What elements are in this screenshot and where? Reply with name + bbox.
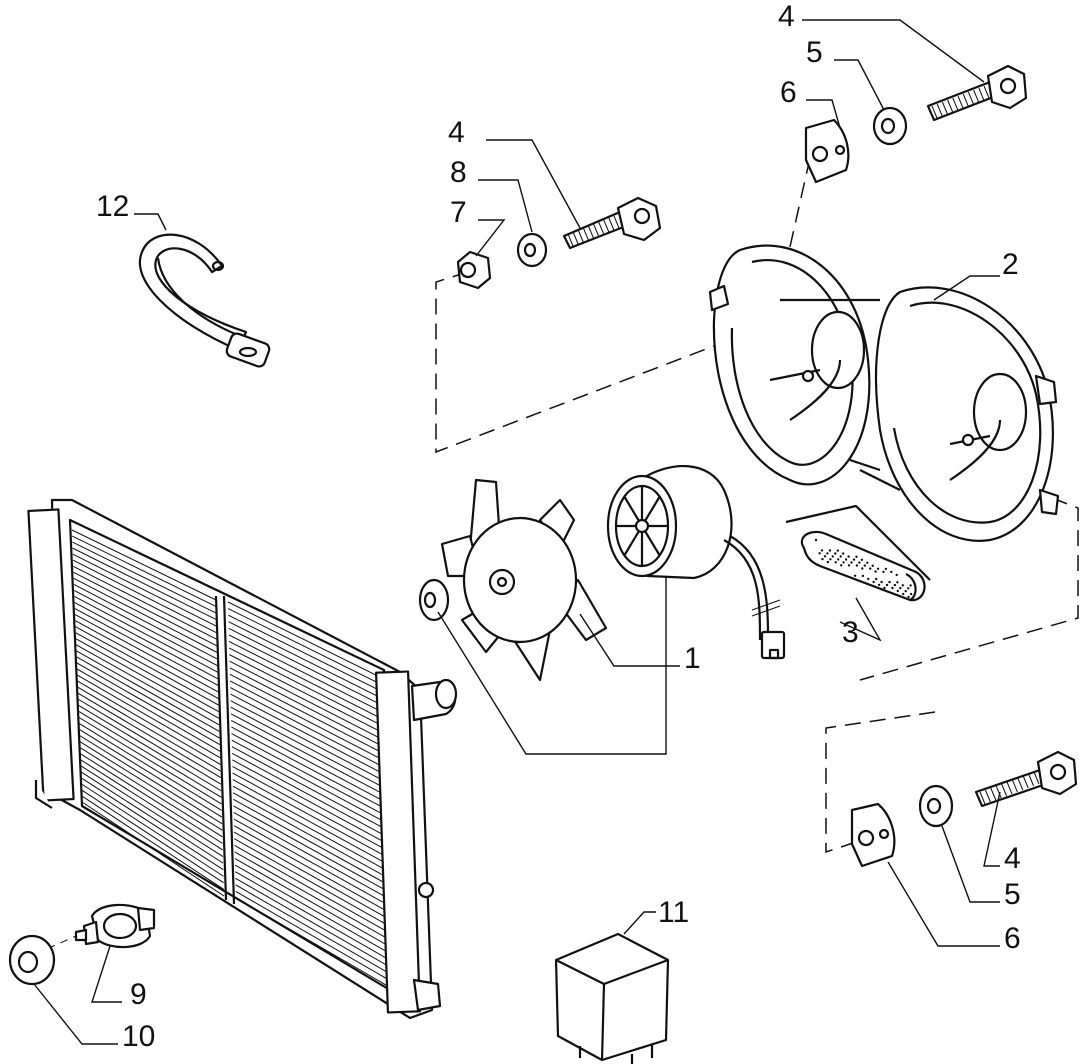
fan-motor xyxy=(606,464,786,660)
thermo-switch xyxy=(21,903,156,961)
bolt-top xyxy=(926,64,1028,122)
assembly-dashed-lines xyxy=(435,157,1079,854)
callout-washer-mid: 8 xyxy=(450,156,467,189)
bolt-mid xyxy=(562,196,662,250)
callout-labels: 1 2 3 4 4 4 5 5 6 6 7 8 9 10 11 12 xyxy=(96,0,1021,1053)
callout-seal-ring: 10 xyxy=(122,1020,155,1053)
callout-foam-pad: 3 xyxy=(842,616,859,649)
callout-washer-right: 5 xyxy=(1004,878,1021,911)
bracket-right xyxy=(850,802,896,868)
seal-ring xyxy=(8,934,56,986)
nut xyxy=(456,250,492,290)
relay xyxy=(554,932,670,1064)
callout-washer-top: 5 xyxy=(806,36,823,69)
callout-bolt-right: 4 xyxy=(1004,842,1021,875)
callout-clamp-strap: 12 xyxy=(96,190,129,223)
washer-mid xyxy=(516,232,548,268)
washer-right xyxy=(918,784,954,828)
callout-fan-shroud: 2 xyxy=(1002,248,1019,281)
fan-blade xyxy=(440,478,608,682)
callout-nut: 7 xyxy=(450,196,467,229)
grommet xyxy=(418,578,450,622)
callout-fan-motor: 1 xyxy=(684,642,701,675)
radiator xyxy=(27,498,458,1020)
leader-lines xyxy=(33,19,1001,1045)
callout-thermo-switch: 9 xyxy=(130,978,147,1011)
callout-relay: 11 xyxy=(658,896,689,929)
washer-top xyxy=(872,106,908,146)
fan-shroud xyxy=(708,244,1060,542)
callout-bracket-top: 6 xyxy=(780,76,797,109)
callout-bracket-right: 6 xyxy=(1004,922,1021,955)
callout-bolt-mid: 4 xyxy=(448,116,465,149)
callout-bolt-top: 4 xyxy=(778,0,795,33)
bolt-right xyxy=(974,750,1078,808)
clamp-strap xyxy=(138,233,271,368)
foam-pad xyxy=(785,504,931,602)
bracket-top xyxy=(804,118,850,184)
